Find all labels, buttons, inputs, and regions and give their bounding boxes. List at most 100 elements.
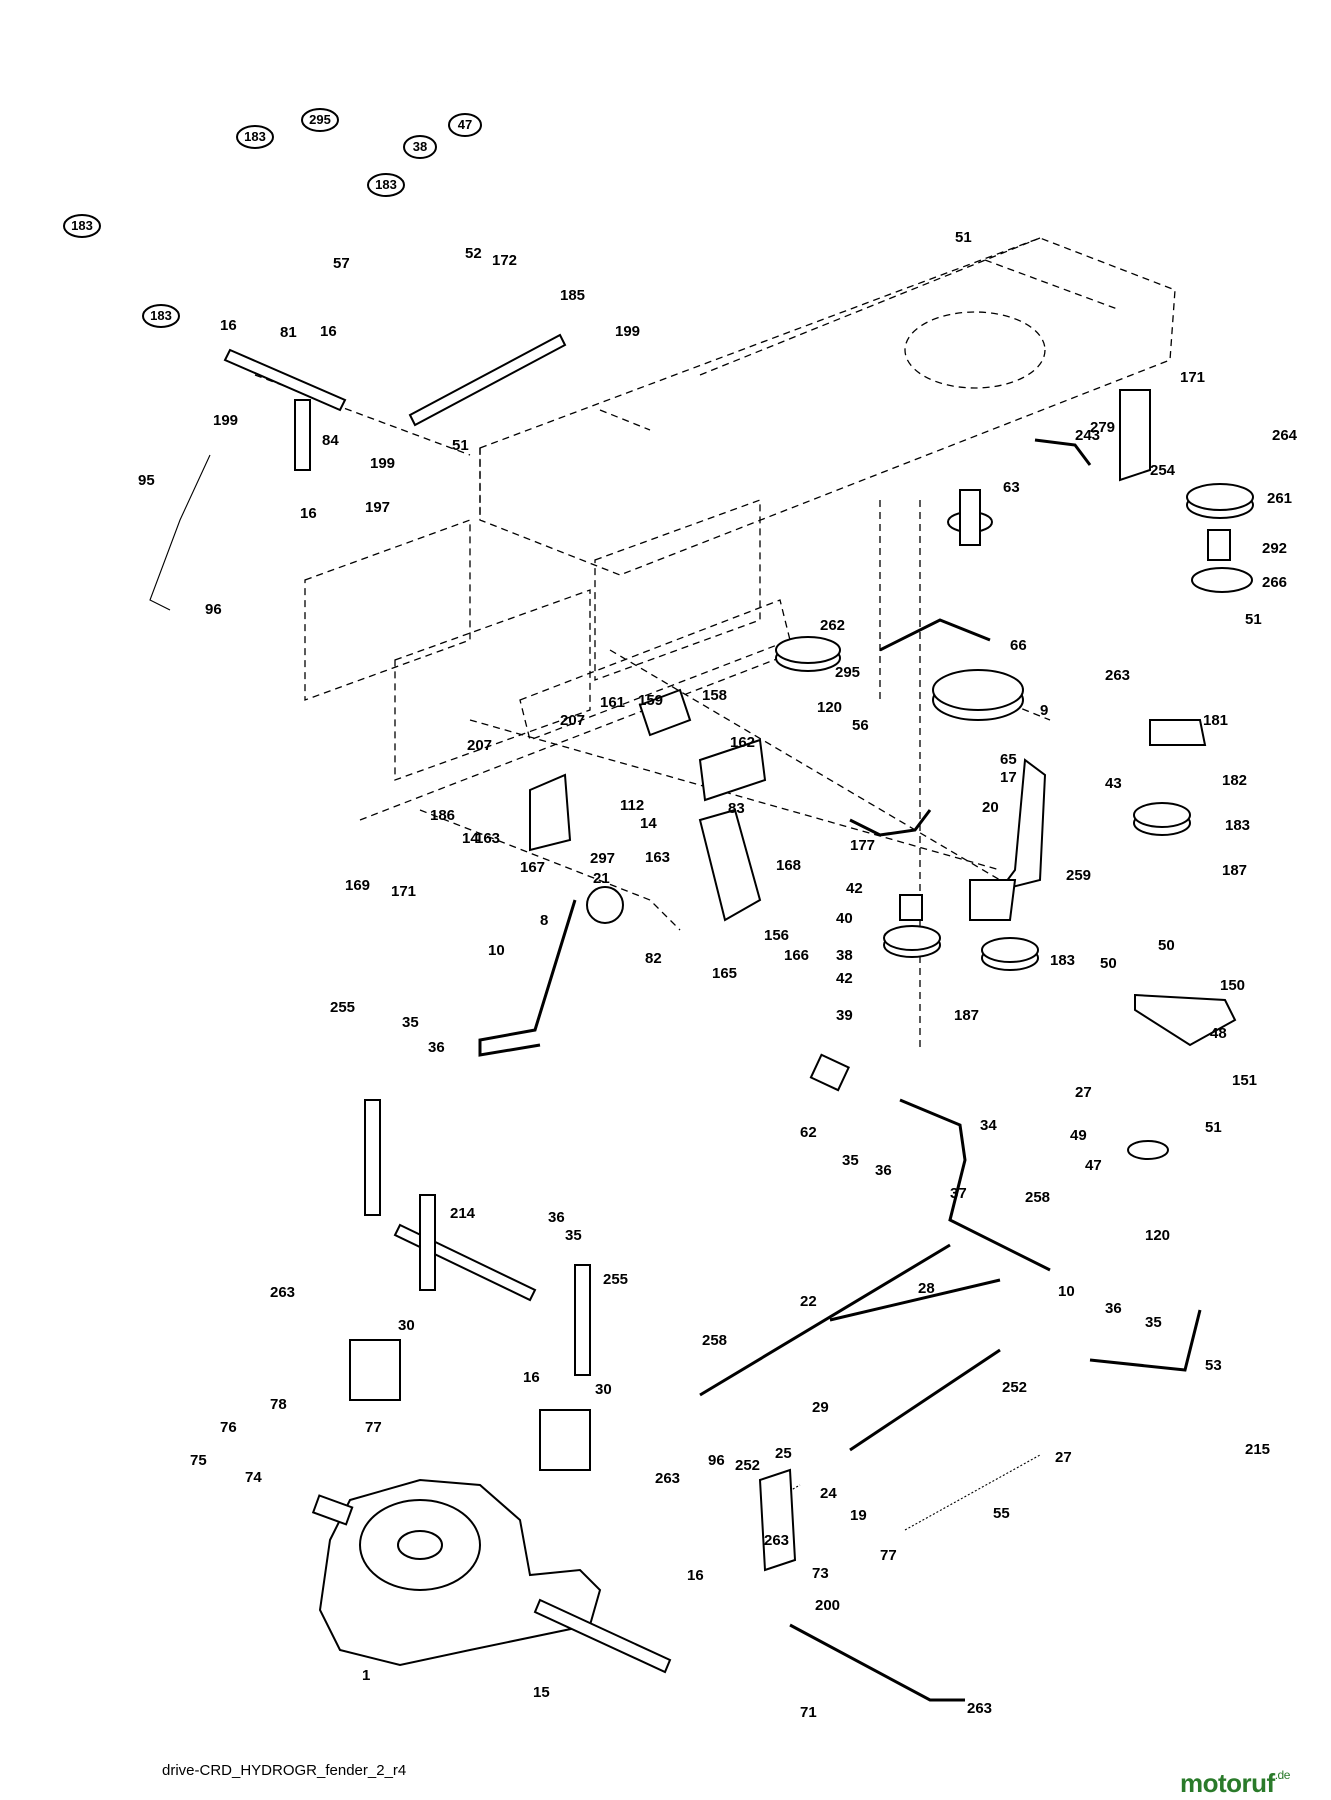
part-number-label: 51 xyxy=(955,229,972,246)
part-number-label: 254 xyxy=(1150,462,1176,479)
part-number-label: 76 xyxy=(220,1419,237,1436)
part-number-label: 66 xyxy=(1010,637,1027,654)
part-number-label: 25 xyxy=(775,1445,792,1462)
part-number-label: 197 xyxy=(365,499,390,516)
part-number-label: 263 xyxy=(270,1284,295,1301)
belt-pulleys xyxy=(63,108,482,328)
part-number-label: 65 xyxy=(1000,751,1017,768)
part-number-label: 9 xyxy=(1040,702,1048,719)
part-number-label: 37 xyxy=(950,1185,967,1202)
part-number-label: 22 xyxy=(800,1293,817,1310)
part-number-label: 51 xyxy=(452,437,469,454)
part-number-label: 169 xyxy=(345,877,370,894)
part-number-label: 183 xyxy=(1225,817,1250,834)
part-number-label: 47 xyxy=(1085,1157,1102,1174)
part-number-label: 165 xyxy=(712,965,737,982)
belt-label: 183 xyxy=(150,308,172,323)
part-number-label: 120 xyxy=(817,699,842,716)
belt-label: 183 xyxy=(71,218,93,233)
part-number-label: 19 xyxy=(850,1507,867,1524)
part-number-label: 35 xyxy=(1145,1314,1162,1331)
part-number-label: 20 xyxy=(982,799,999,816)
part-number-label: 28 xyxy=(918,1280,935,1297)
part-number-label: 172 xyxy=(492,252,517,269)
part-number-label: 120 xyxy=(1145,1227,1170,1244)
part-number-label: 171 xyxy=(1180,369,1205,386)
part-number-label: 199 xyxy=(213,412,238,429)
part-number-label: 264 xyxy=(1272,427,1298,444)
part-number-label: 81 xyxy=(280,324,297,341)
part-number-label: 36 xyxy=(875,1162,892,1179)
part-number-label: 95 xyxy=(138,472,155,489)
watermark-text: motoruf xyxy=(1180,1768,1275,1798)
part-number-label: 261 xyxy=(1267,490,1292,507)
part-number-label: 24 xyxy=(820,1485,837,1502)
part-number-label: 161 xyxy=(600,694,625,711)
part-number-label: 207 xyxy=(467,737,492,754)
part-number-label: 112 xyxy=(620,797,644,814)
part-number-label: 36 xyxy=(428,1039,445,1056)
part-number-label: 35 xyxy=(842,1152,859,1169)
part-number-label: 56 xyxy=(852,717,869,734)
part-number-label: 263 xyxy=(655,1470,680,1487)
part-number-label: 50 xyxy=(1100,955,1117,972)
part-number-label: 243 xyxy=(1075,427,1100,444)
part-number-label: 51 xyxy=(1245,611,1262,628)
part-number-label: 258 xyxy=(702,1332,727,1349)
part-number-label: 10 xyxy=(488,942,505,959)
part-number-label: 166 xyxy=(784,947,809,964)
part-number-label: 15 xyxy=(533,1684,550,1701)
part-number-label: 96 xyxy=(708,1452,725,1469)
part-number-label: 177 xyxy=(850,837,875,854)
part-number-label: 63 xyxy=(1003,479,1020,496)
part-number-label: 42 xyxy=(846,880,863,897)
part-number-label: 167 xyxy=(520,859,545,876)
part-number-label: 156 xyxy=(764,927,789,944)
part-number-label: 16 xyxy=(687,1567,704,1584)
belt-label: 47 xyxy=(458,117,472,132)
part-number-label: 263 xyxy=(1105,667,1130,684)
part-number-label: 266 xyxy=(1262,574,1287,591)
part-number-label: 158 xyxy=(702,687,727,704)
part-number-label: 163 xyxy=(475,830,500,847)
part-number-label: 82 xyxy=(645,950,662,967)
part-number-label: 30 xyxy=(595,1381,612,1398)
belt-label: 295 xyxy=(309,112,331,127)
part-number-label: 55 xyxy=(993,1505,1010,1522)
part-number-label: 263 xyxy=(764,1532,789,1549)
part-number-label: 39 xyxy=(836,1007,853,1024)
part-number-label: 34 xyxy=(980,1117,997,1134)
part-number-label: 38 xyxy=(836,947,853,964)
parts-shapes xyxy=(149,333,1254,1702)
part-number-label: 252 xyxy=(1002,1379,1027,1396)
part-number-label: 53 xyxy=(1205,1357,1222,1374)
part-number-label: 36 xyxy=(1105,1300,1122,1317)
part-number-label: 43 xyxy=(1105,775,1122,792)
part-number-label: 74 xyxy=(245,1469,262,1486)
belt-pulley xyxy=(448,113,482,137)
part-number-label: 17 xyxy=(1000,769,1017,786)
part-number-label: 162 xyxy=(730,734,755,751)
belt-label-group: 183 295 47 38 183 183 183 xyxy=(71,112,472,323)
part-number-label: 297 xyxy=(590,850,615,867)
part-number-label: 214 xyxy=(450,1205,476,1222)
part-number-label: 255 xyxy=(330,999,355,1016)
part-number-label: 77 xyxy=(365,1419,382,1436)
part-number-label: 183 xyxy=(1050,952,1075,969)
part-number-label: 73 xyxy=(812,1565,829,1582)
part-number-label: 35 xyxy=(565,1227,582,1244)
part-number-label: 207 xyxy=(560,712,585,729)
part-number-label: 84 xyxy=(322,432,339,449)
part-number-label: 187 xyxy=(1222,862,1247,879)
belt-pulley xyxy=(403,135,437,159)
part-number-label: 159 xyxy=(638,692,663,709)
part-number-label: 259 xyxy=(1066,867,1091,884)
part-number-label: 151 xyxy=(1232,1072,1257,1089)
part-number-label: 50 xyxy=(1158,937,1175,954)
part-number-label: 262 xyxy=(820,617,845,634)
part-number-label: 171 xyxy=(391,883,416,900)
part-number-label: 199 xyxy=(370,455,395,472)
part-number-label: 8 xyxy=(540,912,548,929)
belt-label: 38 xyxy=(413,139,427,154)
